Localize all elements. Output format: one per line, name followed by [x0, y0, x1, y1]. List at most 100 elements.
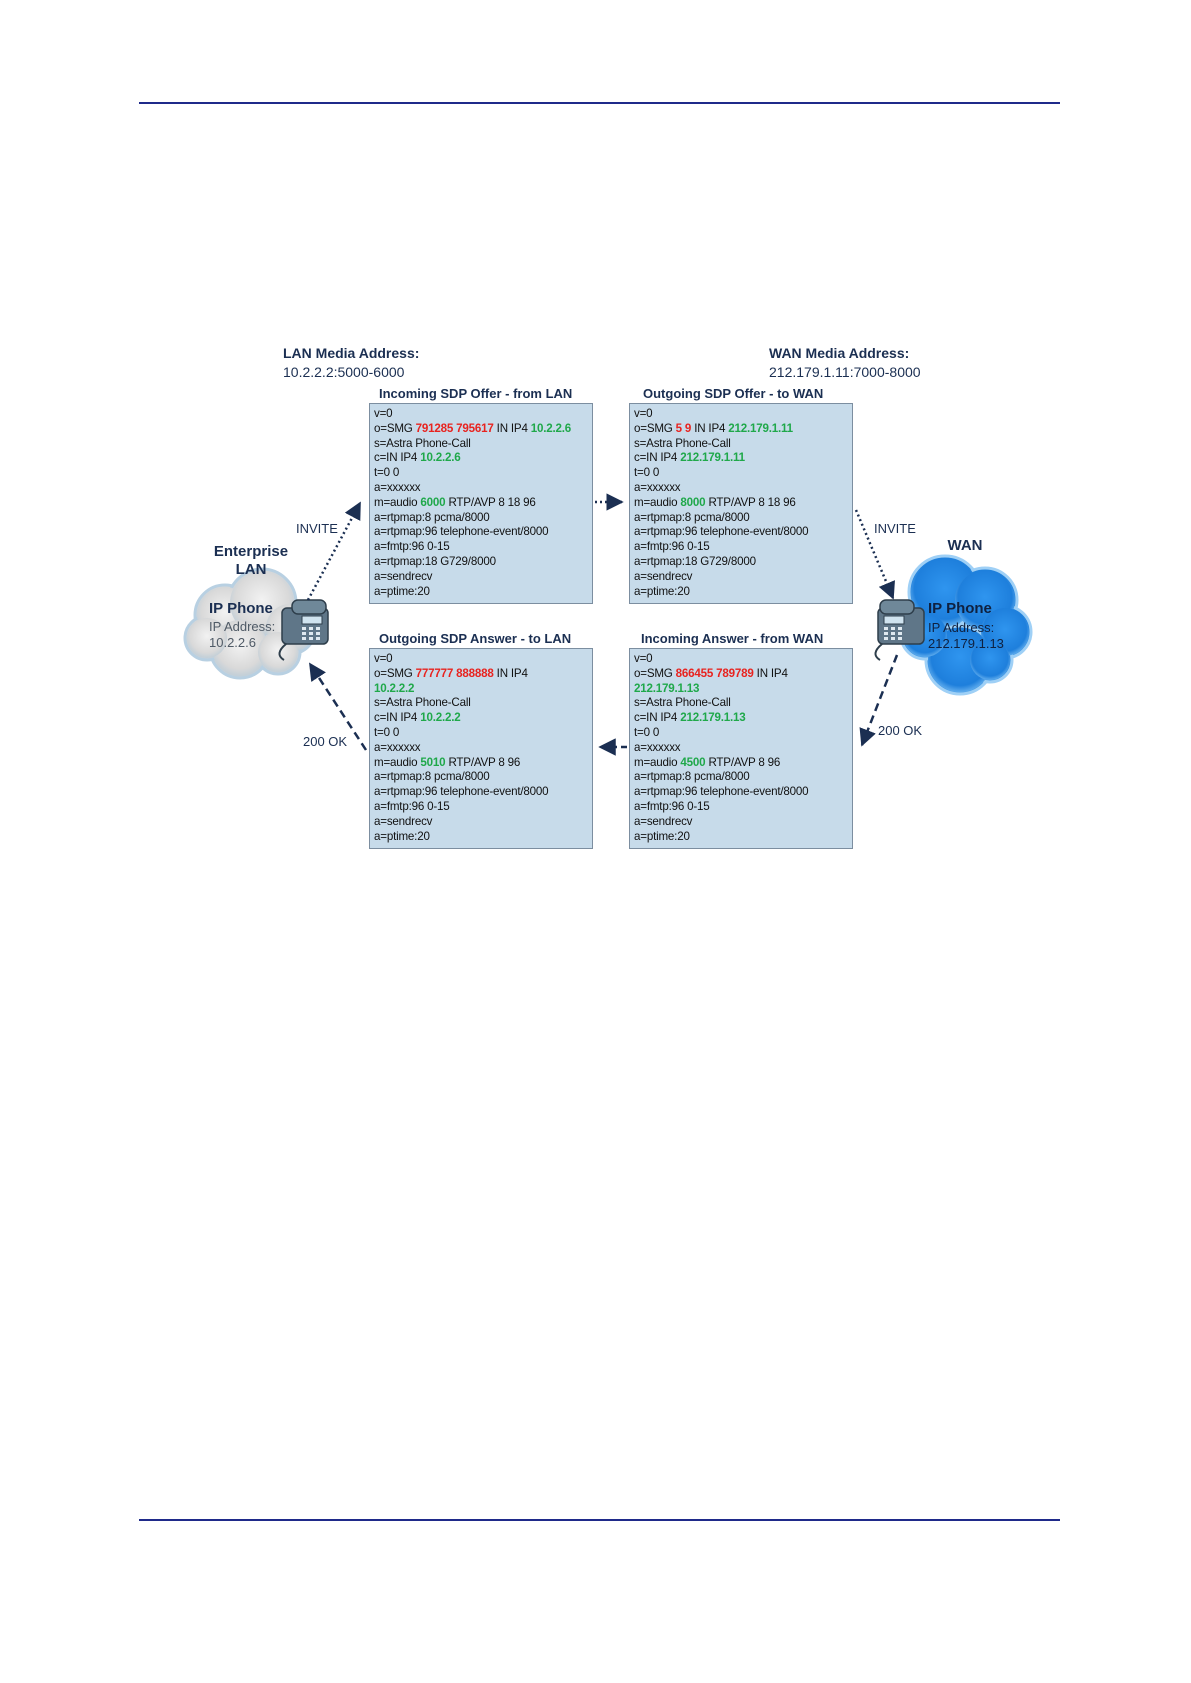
- invite-arrow-left: [306, 501, 362, 601]
- sdp-text: a=fmtp:96 0-15: [634, 540, 710, 554]
- sdp-text: RTP/AVP 8 96: [705, 755, 781, 769]
- lan-phone-title: IP Phone: [209, 600, 273, 617]
- sdp-text: v=0: [634, 652, 653, 665]
- sdp-text: s=Astra Phone-Call: [374, 436, 471, 450]
- sdp-line: a=ptime:20: [374, 585, 592, 600]
- sdp-text: a=sendrecv: [634, 814, 693, 828]
- sdp-line: a=rtpmap:8 pcma/8000: [634, 770, 852, 785]
- sdp-highlight-red: 866455 789789: [675, 666, 754, 680]
- sdp-line: a=xxxxxx: [374, 741, 592, 756]
- sdp-line: s=Astra Phone-Call: [634, 696, 852, 711]
- invite-label-right: INVITE: [874, 521, 916, 536]
- sdp-text: a=sendrecv: [374, 569, 433, 583]
- sdp-text: a=ptime:20: [374, 829, 430, 843]
- sdp-text: t=0 0: [374, 725, 400, 739]
- sdp-highlight-green: 6000: [420, 495, 446, 509]
- sdp-highlight-green: 8000: [680, 495, 706, 509]
- sdp-line: t=0 0: [634, 466, 852, 481]
- sdp-line: v=0: [374, 652, 592, 667]
- sdp-text: m=audio: [634, 495, 681, 509]
- sdp-line: a=sendrecv: [374, 570, 592, 585]
- wan-label: WAN: [947, 537, 983, 554]
- sdp-line: a=rtpmap:18 G729/8000: [634, 555, 852, 570]
- ok-arrow-left: [308, 662, 368, 751]
- sdp-line: a=rtpmap:18 G729/8000: [374, 555, 592, 570]
- sdp-line: a=xxxxxx: [634, 481, 852, 496]
- sdp-highlight-green: 212.179.1.13: [680, 711, 746, 725]
- sdp-line: a=rtpmap:8 pcma/8000: [374, 770, 592, 785]
- sdp-line: a=xxxxxx: [634, 741, 852, 756]
- sdp-highlight-green: 10.2.2.2: [374, 681, 415, 695]
- sdp-line: m=audio 5010 RTP/AVP 8 96: [374, 756, 592, 771]
- sdp-text: RTP/AVP 8 96: [445, 755, 521, 769]
- sdp-line: o=SMG 5 9 IN IP4 212.179.1.11: [634, 422, 852, 437]
- sdp-line: t=0 0: [374, 726, 592, 741]
- sdp-line: a=rtpmap:8 pcma/8000: [374, 511, 592, 526]
- sdp-text: a=xxxxxx: [374, 740, 421, 754]
- enterprise-lan-label-line2: LAN: [235, 561, 267, 578]
- sdp-line: m=audio 8000 RTP/AVP 8 18 96: [634, 496, 852, 511]
- sdp-line: 10.2.2.2: [374, 682, 592, 697]
- sdp-text: a=rtpmap:96 telephone-event/8000: [374, 785, 549, 799]
- sdp-text: a=rtpmap:96 telephone-event/8000: [634, 785, 809, 799]
- sdp-line: a=ptime:20: [634, 830, 852, 845]
- sdp-text: a=fmtp:96 0-15: [374, 799, 450, 813]
- sdp-text: s=Astra Phone-Call: [634, 436, 731, 450]
- enterprise-lan-label-line1: Enterprise: [213, 543, 289, 560]
- sdp-text: a=fmtp:96 0-15: [634, 799, 710, 813]
- sdp-line: a=fmtp:96 0-15: [374, 540, 592, 555]
- sdp-highlight-red: 791285 795617: [415, 421, 494, 435]
- sdp-text: v=0: [634, 407, 653, 420]
- ok-label-left: 200 OK: [303, 734, 348, 749]
- sdp-line: s=Astra Phone-Call: [374, 437, 592, 452]
- incoming-offer-title: Incoming SDP Offer - from LAN: [379, 386, 573, 401]
- incoming-answer-title: Incoming Answer - from WAN: [641, 631, 824, 646]
- sdp-highlight-green: 212.179.1.11: [680, 451, 745, 465]
- lan-phone-addr-value: 10.2.2.6: [209, 635, 256, 650]
- sdp-text: m=audio: [374, 755, 421, 769]
- sdp-line: v=0: [634, 652, 852, 667]
- sdp-line: a=sendrecv: [374, 815, 592, 830]
- sdp-text: t=0 0: [374, 466, 400, 480]
- sdp-text: a=ptime:20: [634, 829, 690, 843]
- sdp-highlight-green: 10.2.2.2: [420, 711, 461, 725]
- sdp-line: a=rtpmap:96 telephone-event/8000: [374, 785, 592, 800]
- wan-phone-icon: [874, 599, 925, 661]
- sdp-line: a=rtpmap:8 pcma/8000: [634, 511, 852, 526]
- wan-phone-addr-value: 212.179.1.13: [928, 636, 1004, 651]
- sdp-line: s=Astra Phone-Call: [374, 696, 592, 711]
- sdp-line: o=SMG 791285 795617 IN IP4 10.2.2.6: [374, 422, 592, 437]
- sdp-text: a=rtpmap:96 telephone-event/8000: [374, 525, 549, 539]
- sdp-line: c=IN IP4 10.2.2.2: [374, 711, 592, 726]
- sdp-highlight-green: 212.179.1.11: [728, 421, 793, 435]
- sdp-text: o=SMG: [374, 666, 416, 680]
- ok-arrow-right: [859, 654, 899, 747]
- wan-media-title: WAN Media Address:: [769, 345, 910, 361]
- sdp-line: c=IN IP4 212.179.1.11: [634, 451, 852, 466]
- sdp-highlight-green: 5010: [420, 755, 446, 769]
- sdp-line: a=rtpmap:96 telephone-event/8000: [634, 525, 852, 540]
- sdp-text: t=0 0: [634, 725, 660, 739]
- enterprise-lan-label: Enterprise LAN: [205, 543, 297, 579]
- sdp-text: m=audio: [634, 755, 681, 769]
- header-rule: [139, 102, 1060, 104]
- sdp-text: a=rtpmap:18 G729/8000: [374, 554, 496, 568]
- invite-arrow-right: [854, 509, 895, 600]
- sdp-text: a=xxxxxx: [634, 480, 681, 494]
- sdp-highlight-red: 5 9: [675, 421, 692, 435]
- sdp-text: a=rtpmap:96 telephone-event/8000: [634, 525, 809, 539]
- sdp-line: m=audio 4500 RTP/AVP 8 96: [634, 756, 852, 771]
- sdp-text: a=ptime:20: [634, 584, 690, 598]
- lan-phone-icon: [278, 599, 329, 661]
- sdp-line: o=SMG 866455 789789 IN IP4: [634, 667, 852, 682]
- sdp-highlight-green: 4500: [680, 755, 706, 769]
- sdp-text: o=SMG: [634, 666, 676, 680]
- sdp-line: a=rtpmap:96 telephone-event/8000: [374, 525, 592, 540]
- sdp-text: s=Astra Phone-Call: [374, 696, 471, 710]
- sdp-line: v=0: [634, 407, 852, 422]
- outgoing-answer-title: Outgoing SDP Answer - to LAN: [379, 631, 572, 646]
- sdp-highlight-green: 212.179.1.13: [634, 681, 700, 695]
- sdp-line: m=audio 6000 RTP/AVP 8 18 96: [374, 496, 592, 511]
